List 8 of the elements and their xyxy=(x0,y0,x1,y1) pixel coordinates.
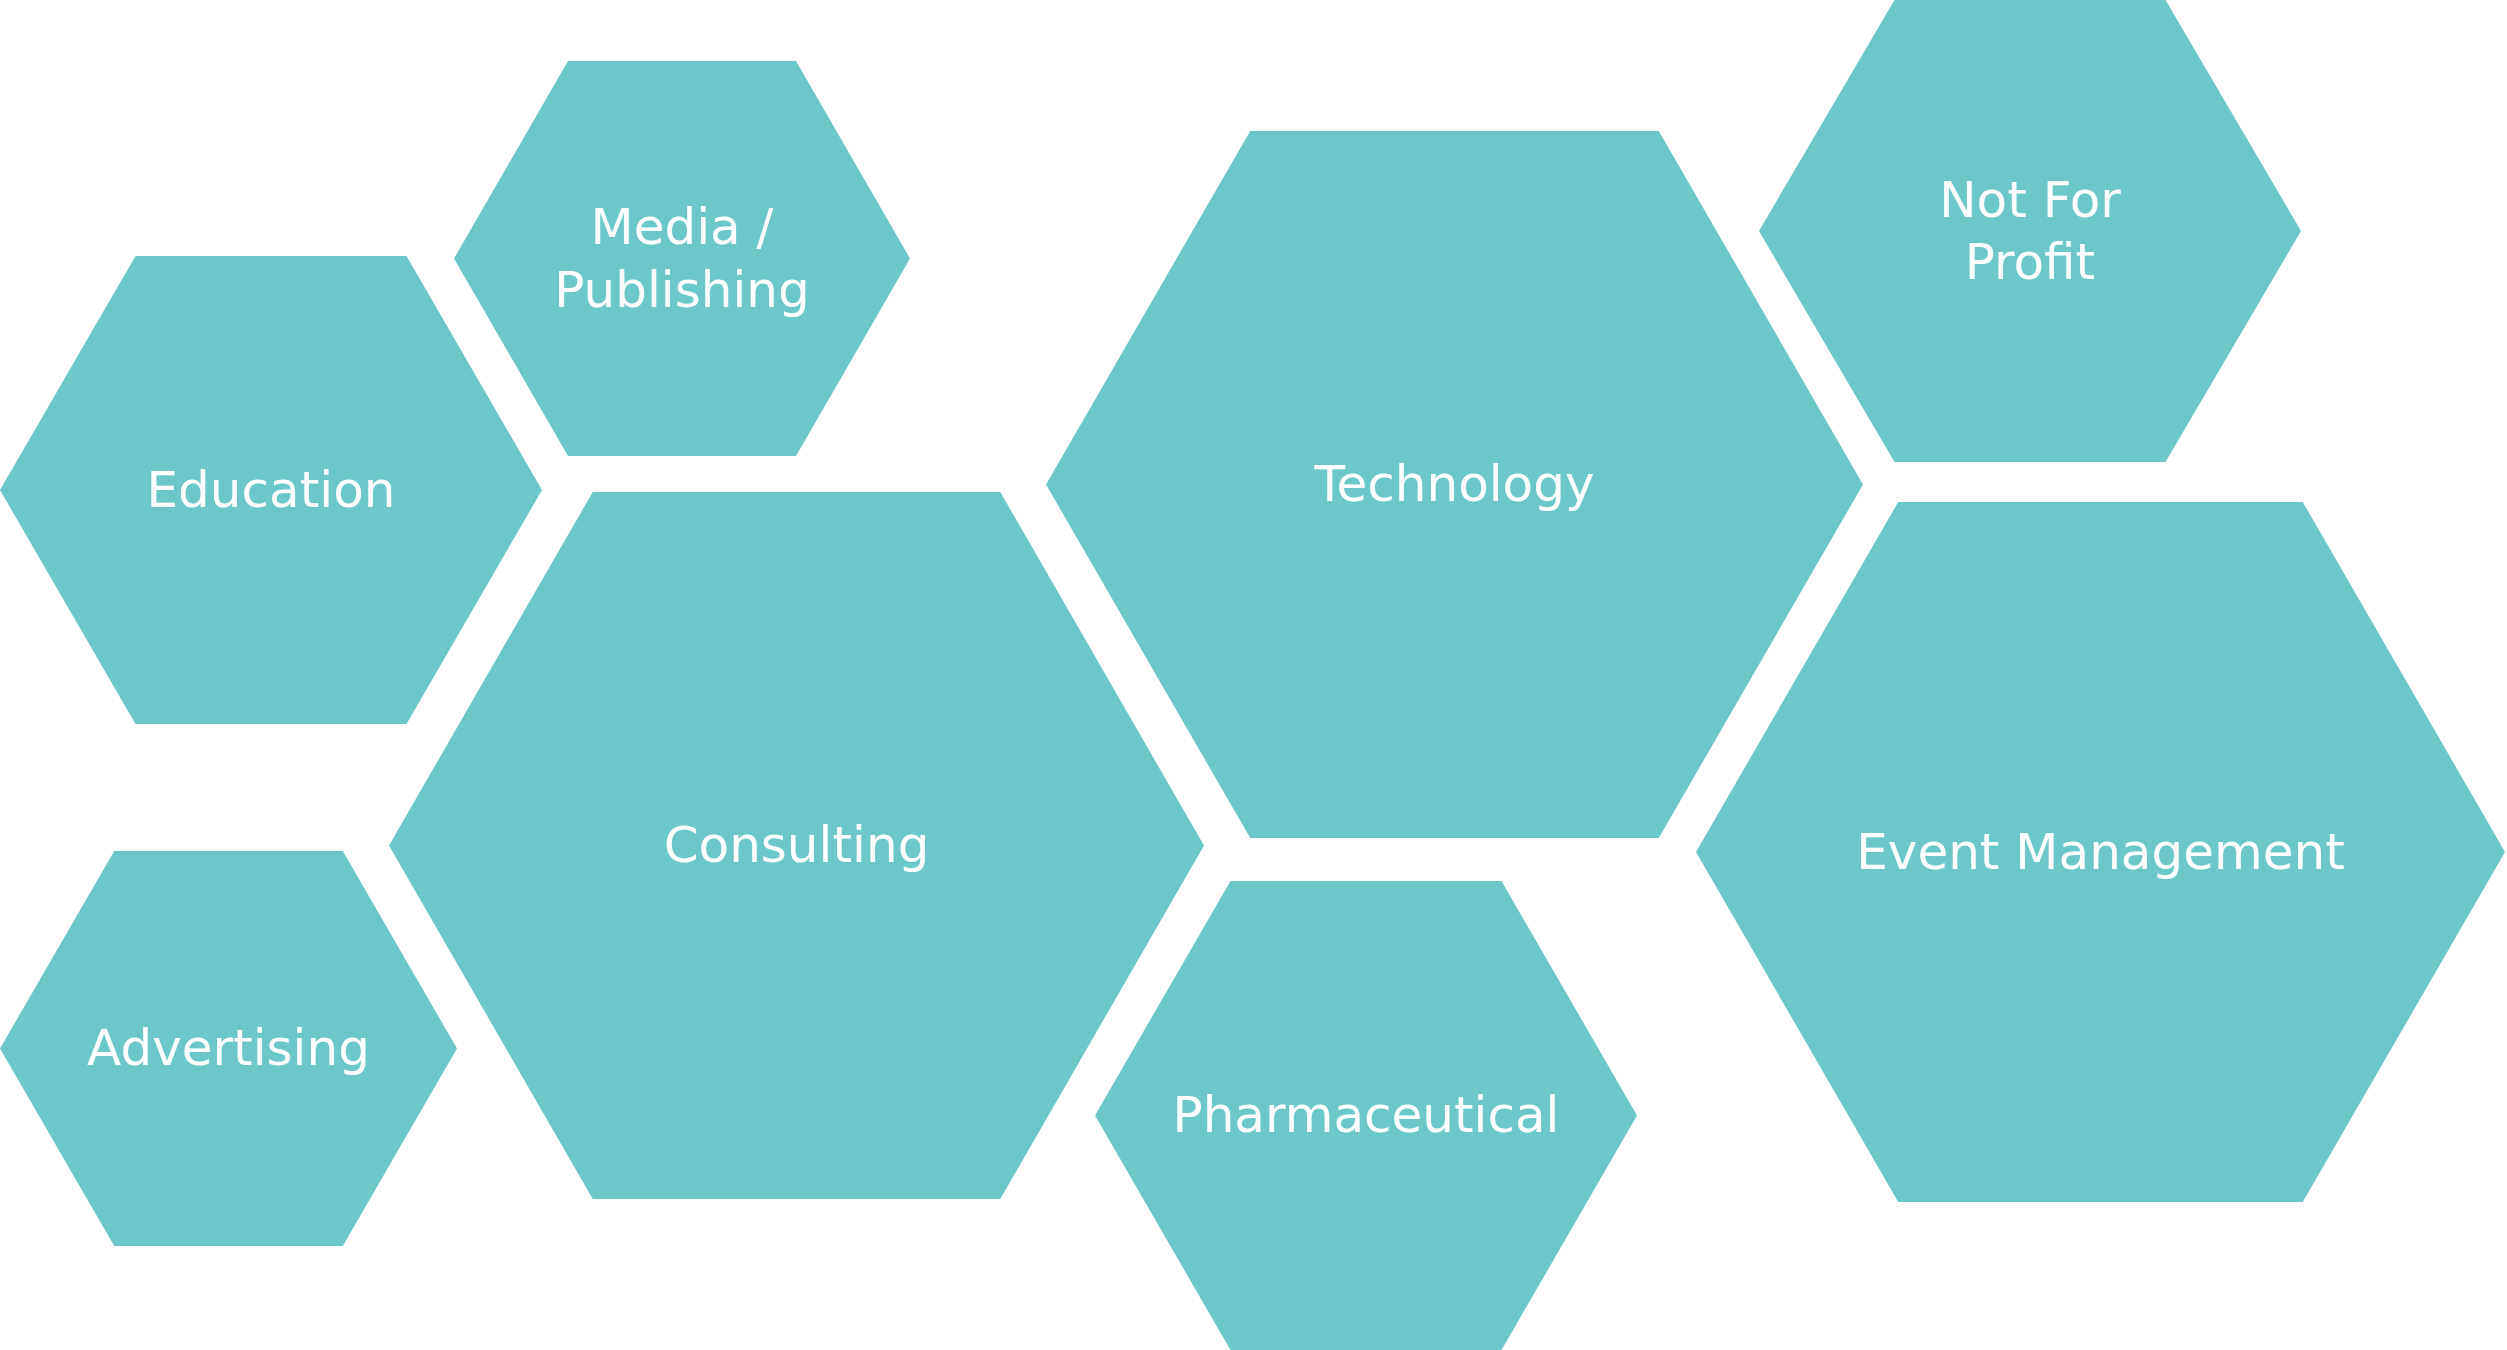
hexagon-label: Event Management xyxy=(1856,821,2345,883)
hexagon-label: Advertising xyxy=(87,1018,370,1080)
hexagon-label: Not For Profit xyxy=(1938,169,2122,293)
hexagon-label: Consulting xyxy=(663,815,930,877)
hexagon-label: Pharmaceutical xyxy=(1172,1085,1560,1147)
hexagon-label: Technology xyxy=(1314,454,1595,516)
hexagon-label: Education xyxy=(146,459,396,521)
hexagon-label: Media / Publishing xyxy=(554,197,810,321)
